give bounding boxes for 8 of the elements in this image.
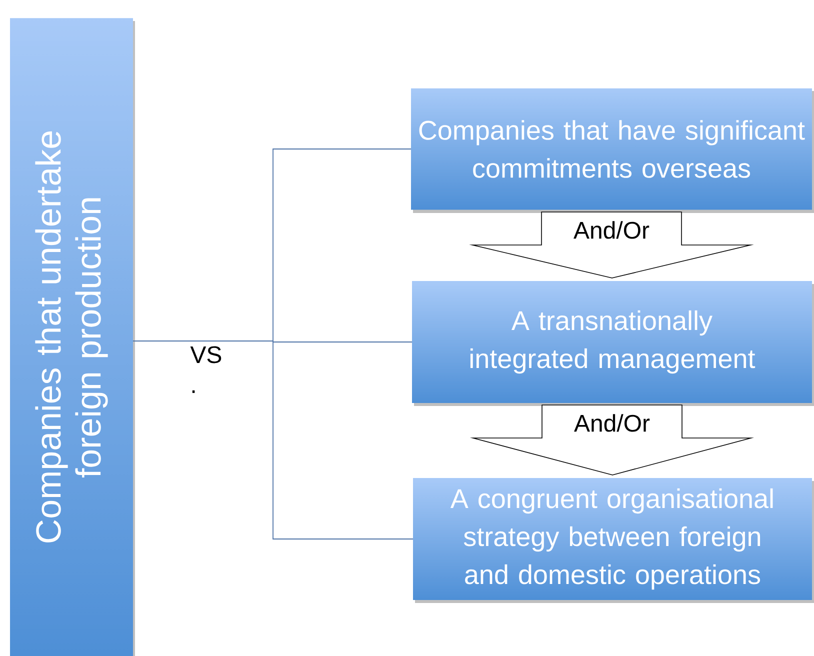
edge-label: And/Or xyxy=(572,220,651,240)
edge-label: And/Or xyxy=(573,413,652,433)
process-box: A congruent organisational strategy between foreign and domestic operations xyxy=(413,478,814,603)
process-box: Companies that have significant commitments overseas xyxy=(411,88,814,213)
process-box: A transnationally integrated management xyxy=(412,281,814,406)
note-text: VS . xyxy=(190,346,222,393)
vertical-band: Companies that undertake foreign production xyxy=(10,18,135,656)
connector-line xyxy=(132,340,414,540)
